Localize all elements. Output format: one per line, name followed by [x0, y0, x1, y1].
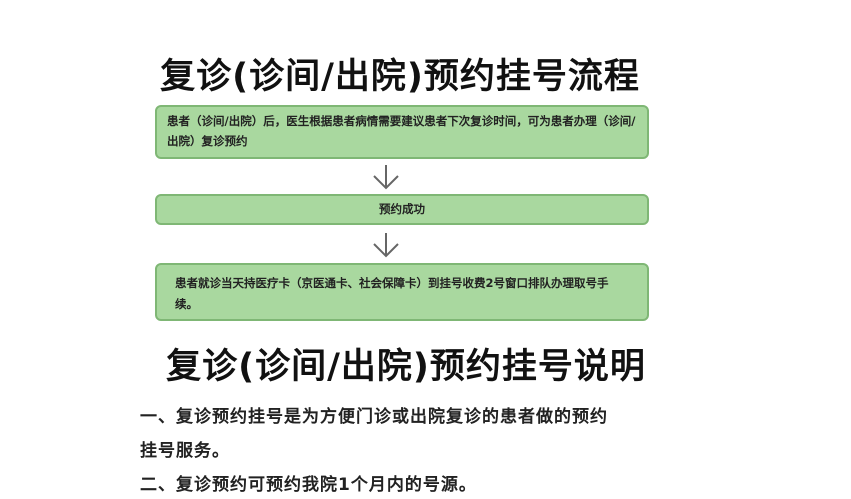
flow-title: 复诊(诊间/出院)预约挂号流程 [160, 57, 640, 97]
flow-step-3: 患者就诊当天持医疗卡（京医通卡、社会保障卡）到挂号收费2号窗口排队办理取号手续。 [155, 263, 649, 321]
note-line-1: 一、复诊预约挂号是为方便门诊或出院复诊的患者做的预约 [140, 407, 608, 427]
flow-step-2: 预约成功 [155, 194, 649, 225]
down-arrow-icon [373, 165, 399, 190]
notes-title: 复诊(诊间/出院)预约挂号说明 [166, 347, 646, 387]
down-arrow-icon [373, 233, 399, 258]
note-line-3: 二、复诊预约可预约我院1个月内的号源。 [140, 475, 477, 495]
flow-step-1: 患者（诊间/出院）后，医生根据患者病情需要建议患者下次复诊时间，可为患者办理（诊… [155, 105, 649, 159]
note-line-2: 挂号服务。 [140, 441, 230, 461]
